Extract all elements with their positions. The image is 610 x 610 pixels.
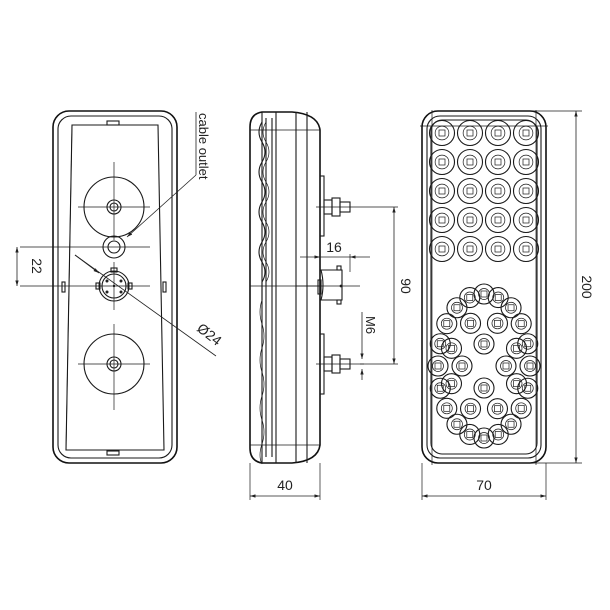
lens-profile — [258, 121, 266, 300]
led — [522, 245, 530, 253]
upper-led-grid — [428, 119, 540, 263]
connector-socket — [20, 262, 150, 310]
led — [526, 362, 534, 370]
led — [466, 158, 474, 166]
led — [494, 216, 502, 224]
led — [480, 434, 488, 442]
led — [466, 245, 474, 253]
led — [438, 245, 446, 253]
led — [453, 304, 461, 312]
led — [448, 344, 455, 352]
upper-mounting-stud — [78, 162, 150, 240]
led — [494, 431, 502, 438]
led — [513, 380, 520, 388]
led — [517, 404, 525, 412]
led — [480, 340, 488, 348]
led — [507, 420, 515, 428]
led — [448, 380, 455, 388]
dimension-m6: M6 — [360, 312, 378, 380]
led — [453, 420, 461, 428]
led — [434, 362, 442, 370]
dim-90-label: 90 — [398, 278, 414, 294]
led — [524, 340, 532, 348]
cable-outlet-callout: cable outlet — [126, 112, 211, 238]
side-upper-stud — [316, 175, 356, 237]
front-housing-outline — [421, 110, 547, 464]
led — [522, 158, 530, 166]
led — [438, 216, 446, 224]
dimension-16: 16 — [300, 239, 370, 272]
top-clip — [106, 120, 120, 126]
side-connector — [296, 265, 360, 305]
led — [443, 404, 451, 412]
led — [466, 294, 474, 301]
side-view: 16 90 M6 40 — [249, 111, 414, 500]
led — [466, 216, 474, 224]
dimension-70: 70 — [421, 463, 547, 500]
cable-outlet-label: cable outlet — [196, 113, 211, 180]
led — [502, 362, 510, 370]
dim-d24-label: Ø24 — [194, 320, 225, 349]
dimension-40: 40 — [249, 463, 321, 500]
back-view: 22 cable outlet Ø24 — [15, 110, 225, 464]
led — [480, 290, 488, 298]
led — [480, 384, 488, 392]
led — [494, 294, 502, 301]
dim-40-label: 40 — [277, 477, 293, 493]
led — [507, 304, 515, 312]
bottom-clip — [106, 450, 120, 456]
led — [438, 129, 446, 137]
dimension-90: 90 — [356, 206, 414, 365]
led — [494, 187, 502, 195]
front-view: 70 200 — [420, 110, 595, 500]
led — [436, 340, 444, 348]
cable-outlet-hole — [20, 235, 150, 259]
led — [494, 245, 502, 253]
led — [466, 187, 474, 195]
led — [438, 158, 446, 166]
dim-m6-label: M6 — [363, 316, 378, 334]
led — [467, 319, 474, 327]
led — [524, 384, 532, 392]
dim-16-label: 16 — [326, 239, 342, 255]
dimension-d24: Ø24 — [74, 254, 225, 357]
led — [458, 362, 466, 370]
side-housing-outline — [249, 111, 321, 464]
led — [466, 431, 474, 438]
led — [494, 319, 501, 327]
led — [522, 216, 530, 224]
back-housing-outline — [52, 110, 178, 464]
dim-70-label: 70 — [476, 477, 492, 493]
side-lower-stud — [316, 333, 364, 395]
lower-led-cluster — [427, 283, 541, 449]
led — [517, 320, 525, 328]
led — [438, 187, 446, 195]
led — [494, 158, 502, 166]
lower-mounting-stud — [78, 324, 150, 410]
dimension-200: 200 — [500, 110, 595, 464]
led — [522, 129, 530, 137]
dimension-22: 22 — [15, 247, 45, 286]
led — [522, 187, 530, 195]
led — [436, 384, 444, 392]
led — [443, 320, 451, 328]
dim-22-label: 22 — [29, 258, 45, 274]
led — [466, 129, 474, 137]
led — [494, 129, 502, 137]
dim-200-label: 200 — [579, 275, 595, 299]
led — [513, 344, 520, 352]
led — [467, 405, 474, 413]
led — [494, 405, 501, 413]
